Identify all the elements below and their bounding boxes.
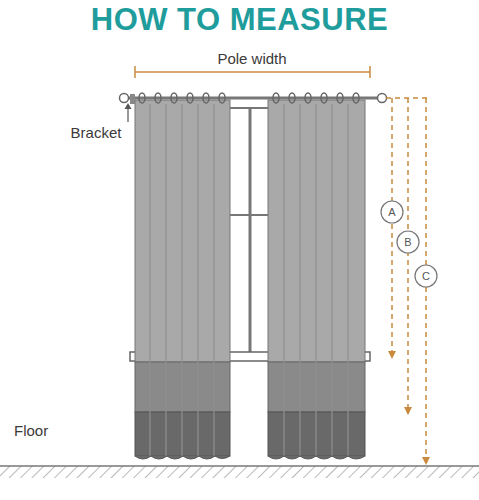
callout-circle: A — [380, 200, 404, 224]
floor-line — [0, 465, 479, 467]
part-label: Bracket — [71, 124, 122, 141]
pole-finial — [120, 94, 129, 103]
callout-circle: B — [396, 230, 420, 254]
dimension-tick — [369, 66, 371, 78]
left-curtain — [135, 100, 230, 459]
bracket — [130, 94, 135, 104]
window-mullion — [249, 108, 252, 358]
right-curtain — [268, 100, 365, 459]
leader-arrow — [125, 103, 132, 109]
page-title: HOW TO MEASURE — [91, 2, 389, 38]
dimension-label: Pole width — [217, 50, 286, 67]
curtain-grommets — [139, 93, 359, 103]
callout-letter: C — [414, 264, 438, 288]
dimension-line — [135, 71, 370, 73]
pole-finial — [378, 94, 387, 103]
dimension-tick — [134, 66, 136, 78]
floor-hatch — [0, 466, 479, 478]
callout-circle: C — [414, 264, 438, 288]
callout-letter: B — [396, 230, 420, 254]
floor-label: Floor — [14, 422, 48, 439]
callout-letter: A — [380, 200, 404, 224]
